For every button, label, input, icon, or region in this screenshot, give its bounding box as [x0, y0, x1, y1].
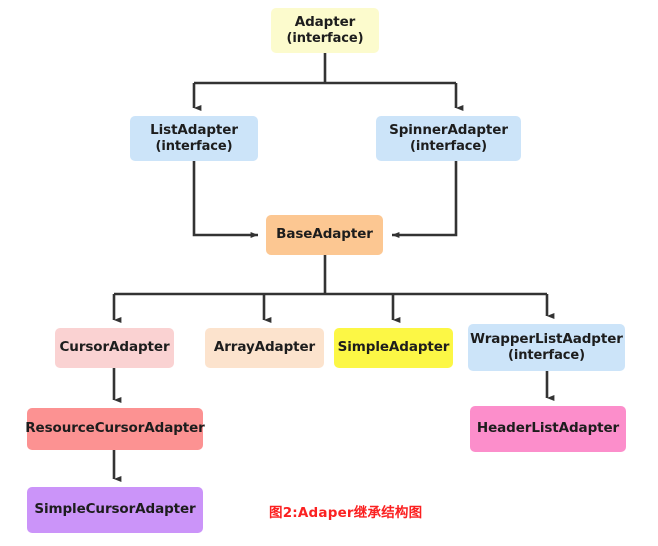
node-list-adapter-subtitle: (interface): [155, 138, 233, 154]
node-list-adapter-title: ListAdapter: [150, 121, 238, 138]
figure-caption: 图2:Adaper继承结构图: [269, 505, 423, 521]
node-simple-cursor-adapter[interactable]: SimpleCursorAdapter: [27, 487, 203, 533]
node-adapter-title: Adapter: [294, 13, 356, 30]
node-resource-cursor-adapter[interactable]: ResourceCursorAdapter: [25, 408, 205, 450]
node-simple-cursor-adapter-title: SimpleCursorAdapter: [34, 501, 196, 518]
node-cursor-adapter-title: CursorAdapter: [59, 339, 170, 356]
node-base-adapter[interactable]: BaseAdapter: [266, 215, 383, 255]
node-simple-adapter[interactable]: SimpleAdapter: [334, 328, 453, 368]
node-array-adapter[interactable]: ArrayAdapter: [205, 328, 324, 368]
node-cursor-adapter[interactable]: CursorAdapter: [55, 328, 174, 368]
node-header-list-adapter[interactable]: HeaderListAdapter: [470, 406, 626, 452]
node-wrapper-list-adapter-subtitle: (interface): [508, 347, 585, 363]
node-spinner-adapter[interactable]: SpinnerAdapter (interface): [376, 116, 521, 161]
edge-list-adapter-to-base-adapter: [192, 161, 259, 238]
node-spinner-adapter-title: SpinnerAdapter: [389, 121, 508, 138]
node-spinner-adapter-subtitle: (interface): [410, 138, 487, 154]
node-base-adapter-title: BaseAdapter: [276, 226, 373, 243]
node-list-adapter[interactable]: ListAdapter (interface): [130, 116, 258, 161]
node-simple-adapter-title: SimpleAdapter: [337, 339, 450, 356]
node-resource-cursor-adapter-title: ResourceCursorAdapter: [25, 420, 205, 437]
node-array-adapter-title: ArrayAdapter: [213, 339, 316, 356]
node-wrapper-list-adapter-title: WrapperListAadpter: [470, 330, 623, 347]
node-adapter[interactable]: Adapter (interface): [271, 8, 379, 53]
node-wrapper-list-adapter[interactable]: WrapperListAadpter (interface): [468, 324, 625, 371]
node-header-list-adapter-title: HeaderListAdapter: [476, 420, 620, 437]
node-adapter-subtitle: (interface): [286, 30, 364, 46]
edge-spinner-adapter-to-base-adapter: [391, 161, 458, 238]
